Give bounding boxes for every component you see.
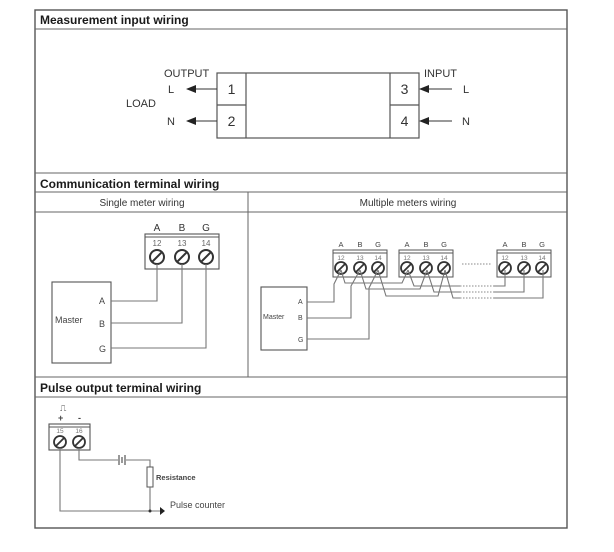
wire-A-chain xyxy=(340,269,409,284)
output-label: OUTPUT xyxy=(164,68,210,80)
master-port-B: B xyxy=(298,315,303,322)
terminal-letter-G: G xyxy=(202,223,210,234)
terminal-number: 14 xyxy=(440,255,448,262)
screw-icon xyxy=(535,261,549,275)
terminal-number: 13 xyxy=(356,255,364,262)
terminal-3: 3 xyxy=(401,81,409,97)
terminal-number-14: 14 xyxy=(202,239,211,248)
minus-label: - xyxy=(78,413,81,423)
master-label: Master xyxy=(263,314,285,321)
resistor-icon xyxy=(146,466,154,488)
terminal-letter: G xyxy=(375,240,381,249)
terminal-letter: A xyxy=(404,240,409,249)
wire-negative xyxy=(78,448,118,461)
terminal-number-13: 13 xyxy=(178,239,187,248)
wire-B-chain xyxy=(359,269,428,290)
master-port-G: G xyxy=(99,344,106,354)
wire-B xyxy=(111,264,183,324)
screw-icon xyxy=(334,261,348,275)
screw-icon xyxy=(72,435,86,449)
wire-A-end xyxy=(494,270,506,287)
plus-label: + xyxy=(58,413,63,423)
master-port-A: A xyxy=(99,296,105,306)
master-label: Master xyxy=(55,315,83,325)
wire-positive xyxy=(59,448,160,512)
terminal-number: 14 xyxy=(374,255,382,262)
terminal-number: 12 xyxy=(501,255,509,262)
wire-G-chain xyxy=(377,269,446,297)
resistance-label: Resistance xyxy=(156,473,196,482)
master-port-G: G xyxy=(298,337,303,344)
terminal-number-12: 12 xyxy=(153,239,162,248)
section-title-measurement: Measurement input wiring xyxy=(40,13,189,27)
arrow-right-icon xyxy=(160,507,165,515)
wire-A-chain xyxy=(407,269,460,287)
terminal-letter-A: A xyxy=(154,223,161,234)
terminal-letter: B xyxy=(357,240,362,249)
screw-icon xyxy=(198,249,214,265)
output-L-label: L xyxy=(168,84,174,96)
terminal-letter: A xyxy=(502,240,507,249)
outer-frame xyxy=(34,9,568,529)
screw-icon xyxy=(149,249,165,265)
load-label: LOAD xyxy=(126,98,156,110)
wire-B xyxy=(307,269,361,319)
master-port-A: A xyxy=(298,299,303,306)
wire-A xyxy=(307,269,342,303)
terminal-letter: G xyxy=(441,240,447,249)
terminal-number-16: 16 xyxy=(75,428,83,435)
screw-icon xyxy=(353,261,367,275)
terminal-number: 14 xyxy=(538,255,546,262)
terminal-2: 2 xyxy=(228,113,236,129)
terminal-letter: A xyxy=(338,240,343,249)
wire-G xyxy=(111,264,207,349)
wire-G-end xyxy=(494,270,544,299)
terminal-letter-B: B xyxy=(179,223,186,234)
master-port-B: B xyxy=(99,319,105,329)
terminal-number: 13 xyxy=(422,255,430,262)
input-L-label: L xyxy=(463,84,469,96)
output-N-label: N xyxy=(167,116,175,128)
section-title-communication: Communication terminal wiring xyxy=(40,177,219,191)
subtitle-multiple-meters: Multiple meters wiring xyxy=(360,198,457,209)
terminal-letter: B xyxy=(423,240,428,249)
wire-A xyxy=(111,264,158,302)
terminal-letter: G xyxy=(539,240,545,249)
input-label: INPUT xyxy=(424,68,457,80)
terminal-number-15: 15 xyxy=(56,428,64,435)
wire-B-end xyxy=(494,270,525,293)
terminal-number: 12 xyxy=(337,255,345,262)
master-box xyxy=(51,281,112,364)
terminal-1: 1 xyxy=(228,81,236,97)
wire-G-chain xyxy=(444,269,460,299)
meter-body xyxy=(216,72,420,139)
battery-icon xyxy=(118,455,126,465)
wire-to-resistor xyxy=(126,459,151,467)
terminal-letter: B xyxy=(521,240,526,249)
screw-icon xyxy=(53,435,67,449)
wire-G xyxy=(307,269,379,340)
pulse-symbol-icon: ⎍ xyxy=(60,403,67,413)
input-N-label: N xyxy=(462,116,470,128)
terminal-4: 4 xyxy=(401,113,409,129)
screw-icon xyxy=(174,249,190,265)
terminal-number: 13 xyxy=(520,255,528,262)
subtitle-single-meter: Single meter wiring xyxy=(99,198,184,209)
pulse-counter-label: Pulse counter xyxy=(170,500,225,510)
terminal-number: 12 xyxy=(403,255,411,262)
section-title-pulse: Pulse output terminal wiring xyxy=(40,381,201,395)
master-box xyxy=(260,286,308,351)
junction-dot xyxy=(148,509,152,513)
screw-icon xyxy=(371,261,385,275)
